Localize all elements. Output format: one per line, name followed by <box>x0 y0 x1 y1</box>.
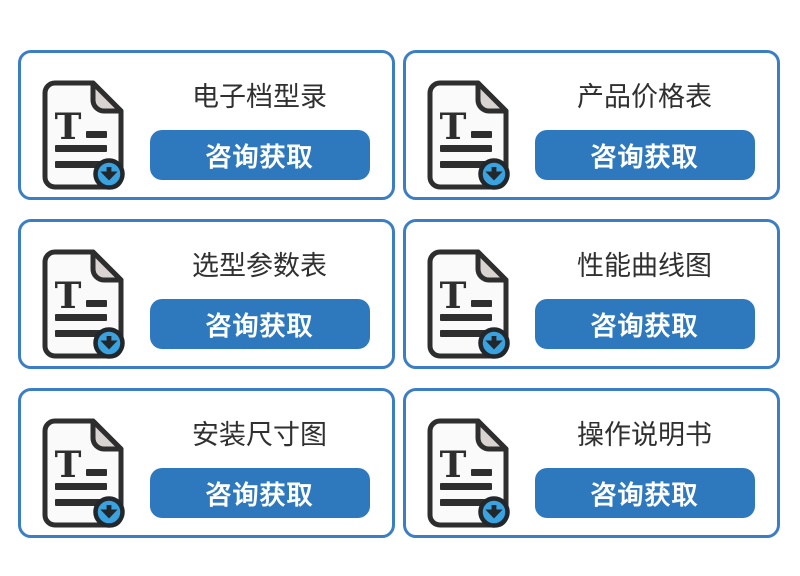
letter-t: T <box>55 444 82 486</box>
document-download-icon: T <box>42 249 125 359</box>
consult-button[interactable]: 咨询获取 <box>149 468 370 518</box>
fold-shape <box>475 249 509 283</box>
consult-button[interactable]: 咨询获取 <box>149 130 370 180</box>
document-download-icon: T <box>424 79 512 191</box>
document-download-icon: T <box>39 248 127 360</box>
download-arrow-icon <box>100 505 118 519</box>
download-arrow-icon <box>485 167 503 181</box>
card-content: 产品价格表 咨询获取 <box>512 83 777 180</box>
letter-t: T <box>55 106 82 148</box>
document-download-icon: T <box>39 79 127 191</box>
document-download-icon: T <box>427 249 510 359</box>
consult-button[interactable]: 咨询获取 <box>534 130 755 180</box>
text-line-1 <box>55 145 107 152</box>
fold-shape <box>90 418 124 452</box>
document-download-icon: T <box>39 417 127 529</box>
document-download-icon: T <box>427 80 510 190</box>
card-content: 电子档型录 咨询获取 <box>127 83 392 180</box>
consult-button[interactable]: 咨询获取 <box>534 468 755 518</box>
card-operation-manual: T 操作说明书 咨询获取 <box>403 388 780 538</box>
fold-shape <box>90 80 124 114</box>
text-line-1 <box>440 314 492 321</box>
download-arrow-icon <box>485 336 503 350</box>
text-line-2 <box>440 330 492 337</box>
document-download-icon: T <box>424 417 512 529</box>
card-title: 性能曲线图 <box>577 251 712 282</box>
text-line-2 <box>55 330 107 337</box>
fold-shape <box>475 80 509 114</box>
consult-button[interactable]: 咨询获取 <box>534 299 755 349</box>
download-arrow-icon <box>485 505 503 519</box>
card-title: 电子档型录 <box>192 82 327 113</box>
text-line-2 <box>440 161 492 168</box>
card-selection-parameters: T 选型参数表 咨询获取 <box>18 219 395 369</box>
card-title: 操作说明书 <box>577 420 712 451</box>
text-line-short <box>471 469 492 476</box>
text-line-short <box>86 131 107 138</box>
card-content: 选型参数表 咨询获取 <box>127 252 392 349</box>
text-line-short <box>471 300 492 307</box>
document-download-icon: T <box>42 418 125 528</box>
document-download-icon: T <box>42 80 125 190</box>
card-price-list: T 产品价格表 咨询获取 <box>403 50 780 200</box>
card-installation-dimensions: T 安装尺寸图 咨询获取 <box>18 388 395 538</box>
letter-t: T <box>440 275 467 317</box>
fold-shape <box>475 418 509 452</box>
text-line-1 <box>55 483 107 490</box>
letter-t: T <box>440 444 467 486</box>
card-content: 安装尺寸图 咨询获取 <box>127 421 392 518</box>
text-line-2 <box>55 161 107 168</box>
card-title: 产品价格表 <box>577 82 712 113</box>
text-line-1 <box>440 145 492 152</box>
card-content: 操作说明书 咨询获取 <box>512 421 777 518</box>
text-line-2 <box>440 499 492 506</box>
text-line-1 <box>440 483 492 490</box>
letter-t: T <box>55 275 82 317</box>
card-title: 安装尺寸图 <box>192 420 327 451</box>
text-line-short <box>471 131 492 138</box>
text-line-short <box>86 300 107 307</box>
document-download-icon: T <box>427 418 510 528</box>
card-title: 选型参数表 <box>192 251 327 282</box>
text-line-1 <box>55 314 107 321</box>
card-performance-curves: T 性能曲线图 咨询获取 <box>403 219 780 369</box>
card-electronic-catalog: T 电子档型录 咨询获取 <box>18 50 395 200</box>
text-line-short <box>86 469 107 476</box>
download-arrow-icon <box>100 167 118 181</box>
download-arrow-icon <box>100 336 118 350</box>
consult-button[interactable]: 咨询获取 <box>149 299 370 349</box>
card-content: 性能曲线图 咨询获取 <box>512 252 777 349</box>
document-download-icon: T <box>424 248 512 360</box>
text-line-2 <box>55 499 107 506</box>
letter-t: T <box>440 106 467 148</box>
fold-shape <box>90 249 124 283</box>
